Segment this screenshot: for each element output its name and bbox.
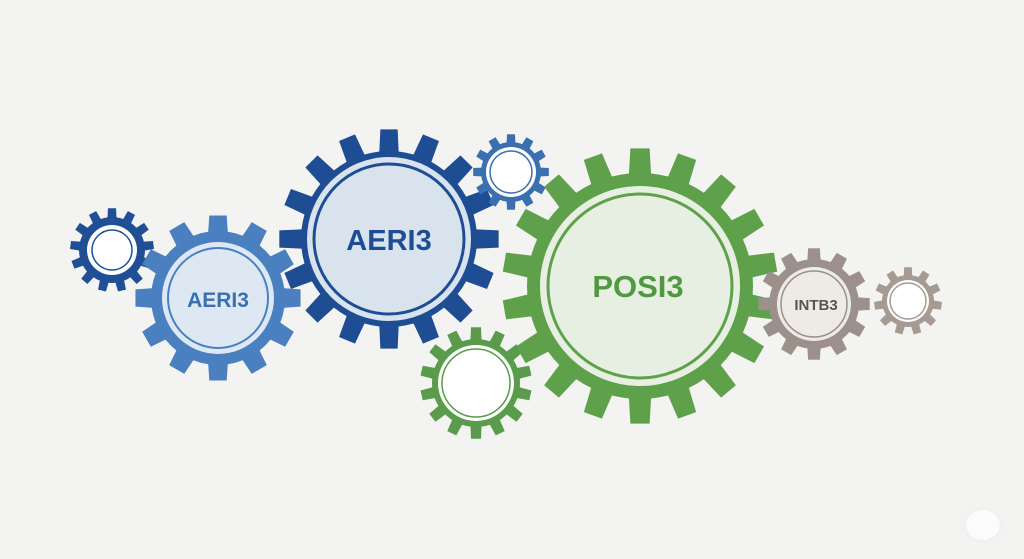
gear-small-green-ring — [441, 348, 511, 418]
gear-posi3 — [502, 148, 778, 424]
gear-small-green — [420, 327, 532, 439]
gear-posi3-label: POSI3 — [592, 269, 683, 304]
gear-aeri3-large-label: AERI3 — [346, 225, 431, 257]
gear-small-gray-right — [874, 267, 942, 335]
gear-small-blue-top-face — [486, 147, 536, 197]
gear-aeri3-large-ring — [312, 162, 466, 316]
gear-small-green-face — [438, 345, 514, 421]
corner-dot — [966, 510, 1000, 540]
gear-aeri3-medium-ring — [167, 247, 269, 349]
gear-small-blue-left-ring — [91, 229, 133, 271]
gear-posi3-face — [540, 186, 740, 386]
gear-small-blue-left — [70, 208, 154, 292]
gear-intb3-label: INTB3 — [794, 297, 837, 314]
gear-aeri3-medium — [135, 215, 301, 381]
gear-aeri3-medium-label: AERI3 — [187, 289, 249, 312]
gear-small-gray-right-ring — [889, 282, 927, 320]
gear-intb3-face — [777, 267, 851, 341]
gear-small-blue-top — [473, 134, 549, 210]
gear-small-blue-top-ring — [489, 150, 533, 194]
gear-intb3 — [758, 248, 870, 360]
gear-small-blue-left-face — [87, 225, 137, 275]
gear-posi3-ring — [546, 192, 734, 380]
gear-aeri3-large — [279, 129, 499, 349]
gear-intb3-ring — [780, 270, 848, 338]
gear-aeri3-large-face — [307, 157, 471, 321]
gear-small-gray-right-face — [887, 280, 929, 322]
gear-aeri3-medium-face — [162, 242, 274, 354]
